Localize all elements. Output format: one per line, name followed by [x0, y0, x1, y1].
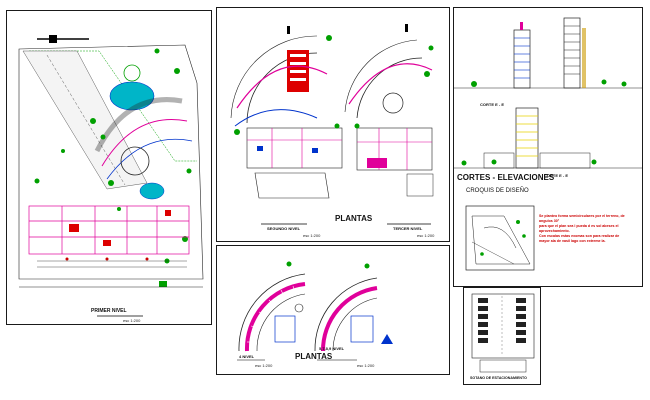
croquis-title: CROQUIS DE DISEÑO [466, 188, 529, 194]
plantas-inferior-drawing [237, 261, 393, 361]
cortes-title: CORTES - ELEVACIONES [457, 173, 555, 182]
cortes-drawing [454, 17, 642, 271]
design-note-line: mayor ala de vasil lago con extreme la. [539, 239, 606, 243]
primer-nivel-title: PRIMER NIVEL [91, 308, 127, 314]
quinto-nivel-scale: esc 1:200 [357, 363, 375, 368]
tercer-nivel-scale: esc 1:200 [417, 233, 435, 238]
plantas-superior-title: PLANTAS [335, 214, 373, 223]
plantas-superior-drawing [230, 24, 434, 225]
cuarto-nivel-title: 4 NIVEL [239, 354, 255, 359]
estacionamiento-drawing [471, 293, 535, 373]
segundo-nivel-scale: esc 1:200 [303, 233, 321, 238]
design-note: Se planteo forma semicirculares por el t… [539, 214, 639, 244]
panel-cortes-elevaciones: CORTE E - E CORTE E - E CORTES - ELEVACI… [453, 7, 643, 287]
estacionamiento-title: SOTANO DE ESTACIONAMIENTO [470, 376, 527, 380]
panel-primer-nivel: PRIMER NIVEL esc 1:200 [6, 10, 212, 325]
design-note-line: Se planteo forma semicirculares por el t… [539, 214, 625, 223]
quinto-nivel-title: 5,7,8,9 NIVEL [319, 346, 345, 351]
design-note-line: aprovechamiento. [539, 229, 570, 233]
panel-plantas-superior: PLANTAS SEGUNDO NIVEL esc 1:200 TERCER N… [216, 7, 450, 242]
design-note-line: para que el plan sea l pueda d es sol ab… [539, 224, 619, 228]
segundo-nivel-title: SEGUNDO NIVEL [267, 226, 301, 231]
panel-plantas-inferior: 4 NIVEL esc 1:200 PLANTAS 5,7,8,9 NIVEL … [216, 245, 450, 375]
tercer-nivel-title: TERCER NIVEL [393, 226, 423, 231]
corte-label-1: CORTE E - E [480, 102, 505, 107]
design-note-line: Con escalas estas exomas son para realiz… [539, 234, 620, 238]
corte-label-2: CORTE E - E [544, 173, 569, 178]
primer-nivel-scale: esc 1:200 [123, 318, 141, 323]
panel-estacionamiento: SOTANO DE ESTACIONAMIENTO [463, 287, 541, 385]
primer-nivel-drawing [18, 35, 204, 317]
cuarto-nivel-scale: esc 1:200 [255, 363, 273, 368]
plantas-inferior-title: PLANTAS [295, 352, 333, 361]
